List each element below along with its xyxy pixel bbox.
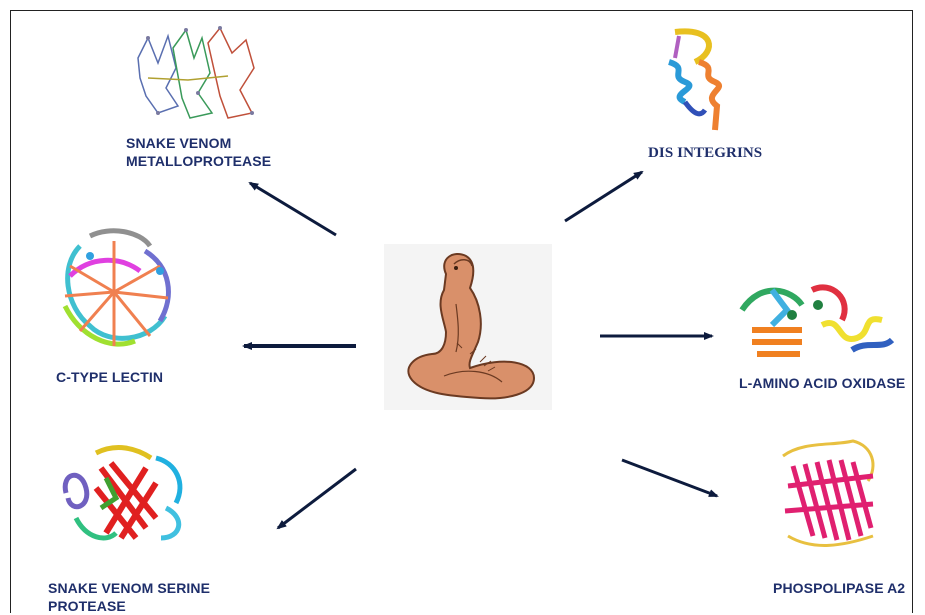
arrow-to-metalloprotease xyxy=(250,183,336,235)
label-line: DIS INTEGRINS xyxy=(648,144,762,162)
label-line: SNAKE VENOM SERINE xyxy=(48,579,210,597)
label-line: PROTEASE xyxy=(48,597,210,615)
label-disintegrins: DIS INTEGRINS xyxy=(648,144,762,162)
label-c-type-lectin: C-TYPE LECTIN xyxy=(56,368,163,386)
disintegrin-structure-icon xyxy=(655,22,727,134)
label-phospholipase: PHOSPOLIPASE A2 xyxy=(773,579,905,597)
label-laao: L-AMINO ACID OXIDASE xyxy=(739,374,905,392)
metalloprotease-structure-icon xyxy=(128,18,266,130)
label-line: C-TYPE LECTIN xyxy=(56,368,163,386)
laao-structure-icon xyxy=(732,270,898,368)
label-line: L-AMINO ACID OXIDASE xyxy=(739,374,905,392)
phospholipase-structure-icon xyxy=(773,436,885,556)
label-metalloprotease: SNAKE VENOM METALLOPROTEASE xyxy=(126,134,271,170)
arrow-to-disintegrins xyxy=(565,172,642,221)
arrow-to-serine-protease xyxy=(278,469,356,528)
label-serine-protease: SNAKE VENOM SERINE PROTEASE xyxy=(48,579,210,615)
label-line: SNAKE VENOM xyxy=(126,134,271,152)
cobra-illustration xyxy=(384,244,552,410)
label-line: METALLOPROTEASE xyxy=(126,152,271,170)
c-type-lectin-structure-icon xyxy=(50,226,180,358)
serine-protease-structure-icon xyxy=(56,438,196,548)
arrow-to-phospholipase xyxy=(622,460,717,496)
label-line: PHOSPOLIPASE A2 xyxy=(773,579,905,597)
